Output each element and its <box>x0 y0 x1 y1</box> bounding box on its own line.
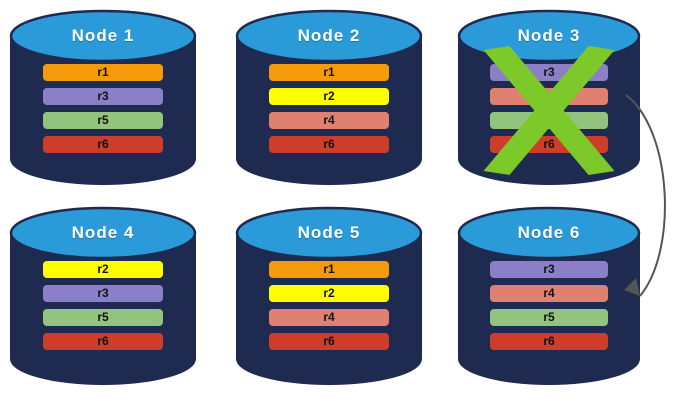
shard-label: r1 <box>97 65 109 79</box>
shard-r1[interactable]: r1 <box>269 64 389 81</box>
shard-label: r4 <box>323 113 335 127</box>
shard-label: r3 <box>97 286 109 300</box>
shard-label: r2 <box>323 286 335 300</box>
shard-label: r2 <box>97 262 109 276</box>
shard-r4[interactable]: r4 <box>490 285 608 302</box>
shard-r5[interactable]: r5 <box>43 309 163 326</box>
failover-arrow <box>625 94 666 297</box>
cylinder-top-disc <box>235 206 423 260</box>
shard-r2[interactable]: r2 <box>269 285 389 302</box>
shard-r5[interactable]: r5 <box>490 309 608 326</box>
shard-r6[interactable]: r6 <box>490 333 608 350</box>
shard-r3[interactable]: r3 <box>43 285 163 302</box>
shard-label: r4 <box>543 286 555 300</box>
shard-label: r5 <box>97 113 109 127</box>
cylinder-top-disc <box>9 9 197 63</box>
shard-label: r6 <box>323 137 335 151</box>
shard-r4[interactable]: r4 <box>269 309 389 326</box>
shard-label: r5 <box>97 310 109 324</box>
failover-arrow-head <box>624 278 640 296</box>
shard-r3[interactable]: r3 <box>43 88 163 105</box>
shard-r3[interactable]: r3 <box>490 261 608 278</box>
shard-label: r5 <box>543 310 555 324</box>
shard-r6[interactable]: r6 <box>43 333 163 350</box>
shard-label: r1 <box>323 262 335 276</box>
shard-r5[interactable]: r5 <box>43 112 163 129</box>
shard-r1[interactable]: r1 <box>43 64 163 81</box>
shard-label: r6 <box>97 334 109 348</box>
shard-label: r6 <box>543 334 555 348</box>
shard-label: r6 <box>323 334 335 348</box>
shard-label: r3 <box>97 89 109 103</box>
shard-label: r2 <box>323 89 335 103</box>
shard-label: r1 <box>323 65 335 79</box>
shard-r2[interactable]: r2 <box>43 261 163 278</box>
shard-r4[interactable]: r4 <box>269 112 389 129</box>
cylinder-top-disc <box>457 206 641 260</box>
shard-r6[interactable]: r6 <box>269 333 389 350</box>
shard-label: r3 <box>543 262 555 276</box>
shard-r2[interactable]: r2 <box>269 88 389 105</box>
cylinder-top-disc <box>9 206 197 260</box>
shard-label: r4 <box>323 310 335 324</box>
shard-r6[interactable]: r6 <box>43 136 163 153</box>
shard-r6[interactable]: r6 <box>269 136 389 153</box>
cylinder-top-disc <box>235 9 423 63</box>
shard-r1[interactable]: r1 <box>269 261 389 278</box>
shard-label: r6 <box>97 137 109 151</box>
